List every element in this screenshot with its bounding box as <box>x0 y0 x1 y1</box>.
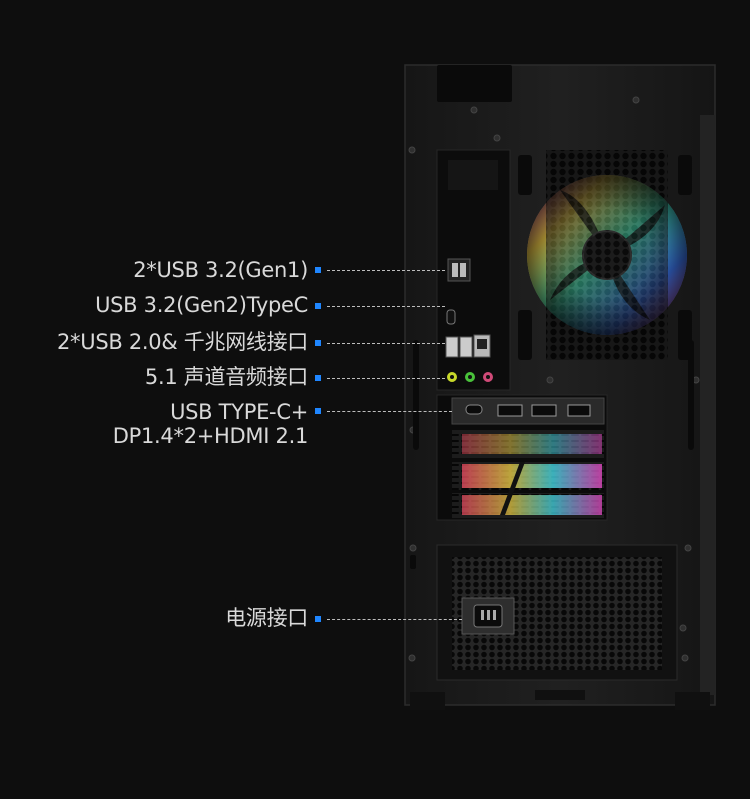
usb20-lan-ports <box>445 334 491 358</box>
usb32-gen1-ports <box>447 258 471 282</box>
callout-usb32-gen1: 2*USB 3.2(Gen1) <box>133 258 308 282</box>
callout-power-line <box>327 619 462 620</box>
callout-gpu-ports: USB TYPE-C+ DP1.4*2+HDMI 2.1 <box>112 400 309 448</box>
callout-usb20-lan-line <box>327 343 445 344</box>
callout-audio: 5.1 声道音频接口 <box>144 365 308 389</box>
callout-power: 电源接口 <box>225 606 308 630</box>
callout-gpu-ports-marker <box>315 408 321 414</box>
graphics-card-rgb <box>452 430 604 518</box>
gpu-io-bracket <box>451 397 605 425</box>
audio-jacks <box>447 372 493 382</box>
callout-usb32-gen2-typec: USB 3.2(Gen2)TypeC <box>95 293 308 317</box>
callout-gpu-ports-line2: DP1.4*2+HDMI 2.1 <box>112 424 309 448</box>
callout-audio-line <box>327 378 445 379</box>
callout-usb20-lan: 2*USB 2.0& 千兆网线接口 <box>57 330 308 354</box>
callout-gpu-ports-line1: USB TYPE-C+ <box>170 400 308 424</box>
callout-usb20-lan-marker <box>315 340 321 346</box>
top-tab <box>437 65 512 102</box>
callout-power-marker <box>315 616 321 622</box>
usb-typec-port <box>446 309 456 325</box>
rgb-rear-fan <box>527 150 687 360</box>
callout-usb32-gen1-marker <box>315 267 321 273</box>
callout-usb32-gen2-typec-marker <box>315 303 321 309</box>
psu-area <box>436 544 678 681</box>
callout-gpu-ports-line <box>327 411 452 412</box>
callout-audio-marker <box>315 375 321 381</box>
callout-usb32-gen2-typec-line <box>327 306 445 307</box>
callout-usb32-gen1-line <box>327 270 445 271</box>
